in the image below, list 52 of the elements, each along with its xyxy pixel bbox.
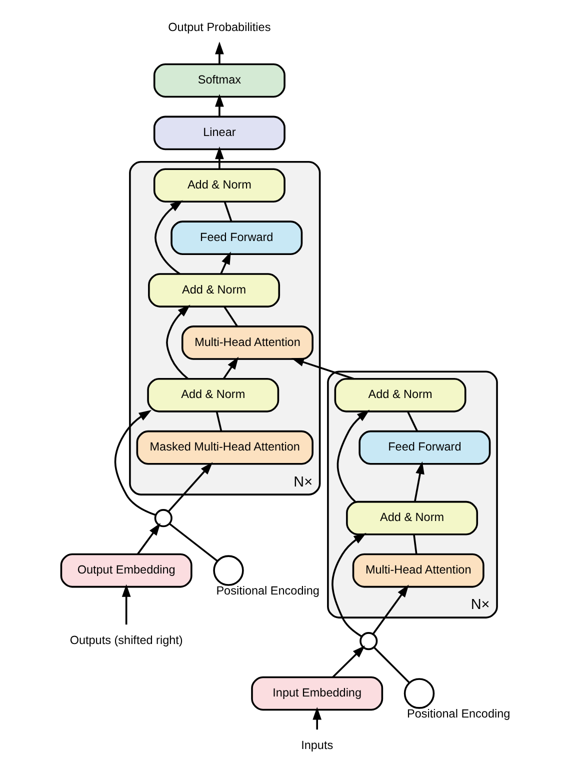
node-circle <box>359 632 378 650</box>
arrow <box>121 584 130 625</box>
node-label: N× <box>293 474 312 490</box>
node-box: Input Embedding <box>250 676 383 711</box>
node-box: Add & Norm <box>152 168 285 203</box>
connector <box>215 411 222 432</box>
arrow <box>166 304 190 380</box>
arrow <box>136 522 160 555</box>
arrow <box>332 645 365 678</box>
arrow <box>336 410 370 502</box>
node-box: Multi-Head Attention <box>352 553 484 588</box>
connector <box>222 306 238 327</box>
connector <box>412 534 417 554</box>
arrow <box>220 252 230 274</box>
node-box: Linear <box>152 116 285 150</box>
node-box: Add & Norm <box>334 378 466 412</box>
arrow <box>167 462 212 512</box>
arrow <box>214 94 224 117</box>
node-circle <box>403 678 434 709</box>
connector <box>406 411 418 432</box>
node-box: Softmax <box>152 63 285 98</box>
node-box: Feed Forward <box>170 220 302 255</box>
arrow <box>154 200 182 275</box>
arrow <box>312 707 322 730</box>
node-box: Add & Norm <box>146 378 279 412</box>
connector <box>223 201 232 222</box>
cluster <box>128 160 320 496</box>
arrow <box>290 358 354 380</box>
arrow <box>222 356 238 380</box>
node-circle <box>154 509 172 528</box>
node-box: Masked Multi-Head Attention <box>136 430 313 465</box>
arrow <box>214 42 224 64</box>
node-box: Add & Norm <box>148 273 280 308</box>
node-label: Positional Encoding <box>216 584 319 598</box>
connector <box>168 523 218 562</box>
arrow <box>214 146 224 169</box>
node-box: Feed Forward <box>358 430 490 465</box>
arrow <box>372 584 408 635</box>
node-circle <box>212 555 244 586</box>
arrow <box>414 461 424 502</box>
node-box: Output Embedding <box>60 553 192 588</box>
cluster <box>326 370 498 618</box>
node-box: Multi-Head Attention <box>180 326 313 360</box>
node-text: Output Probabilities <box>168 21 270 34</box>
arrow <box>114 410 156 516</box>
connector <box>372 646 410 684</box>
node-label: N× <box>470 597 490 614</box>
arrow <box>331 532 366 638</box>
node-label: Positional Encoding <box>406 707 510 720</box>
node-text: Outputs (shifted right) <box>69 634 182 648</box>
node-text: Inputs <box>300 739 333 752</box>
node-box: Add & Norm <box>346 500 478 536</box>
